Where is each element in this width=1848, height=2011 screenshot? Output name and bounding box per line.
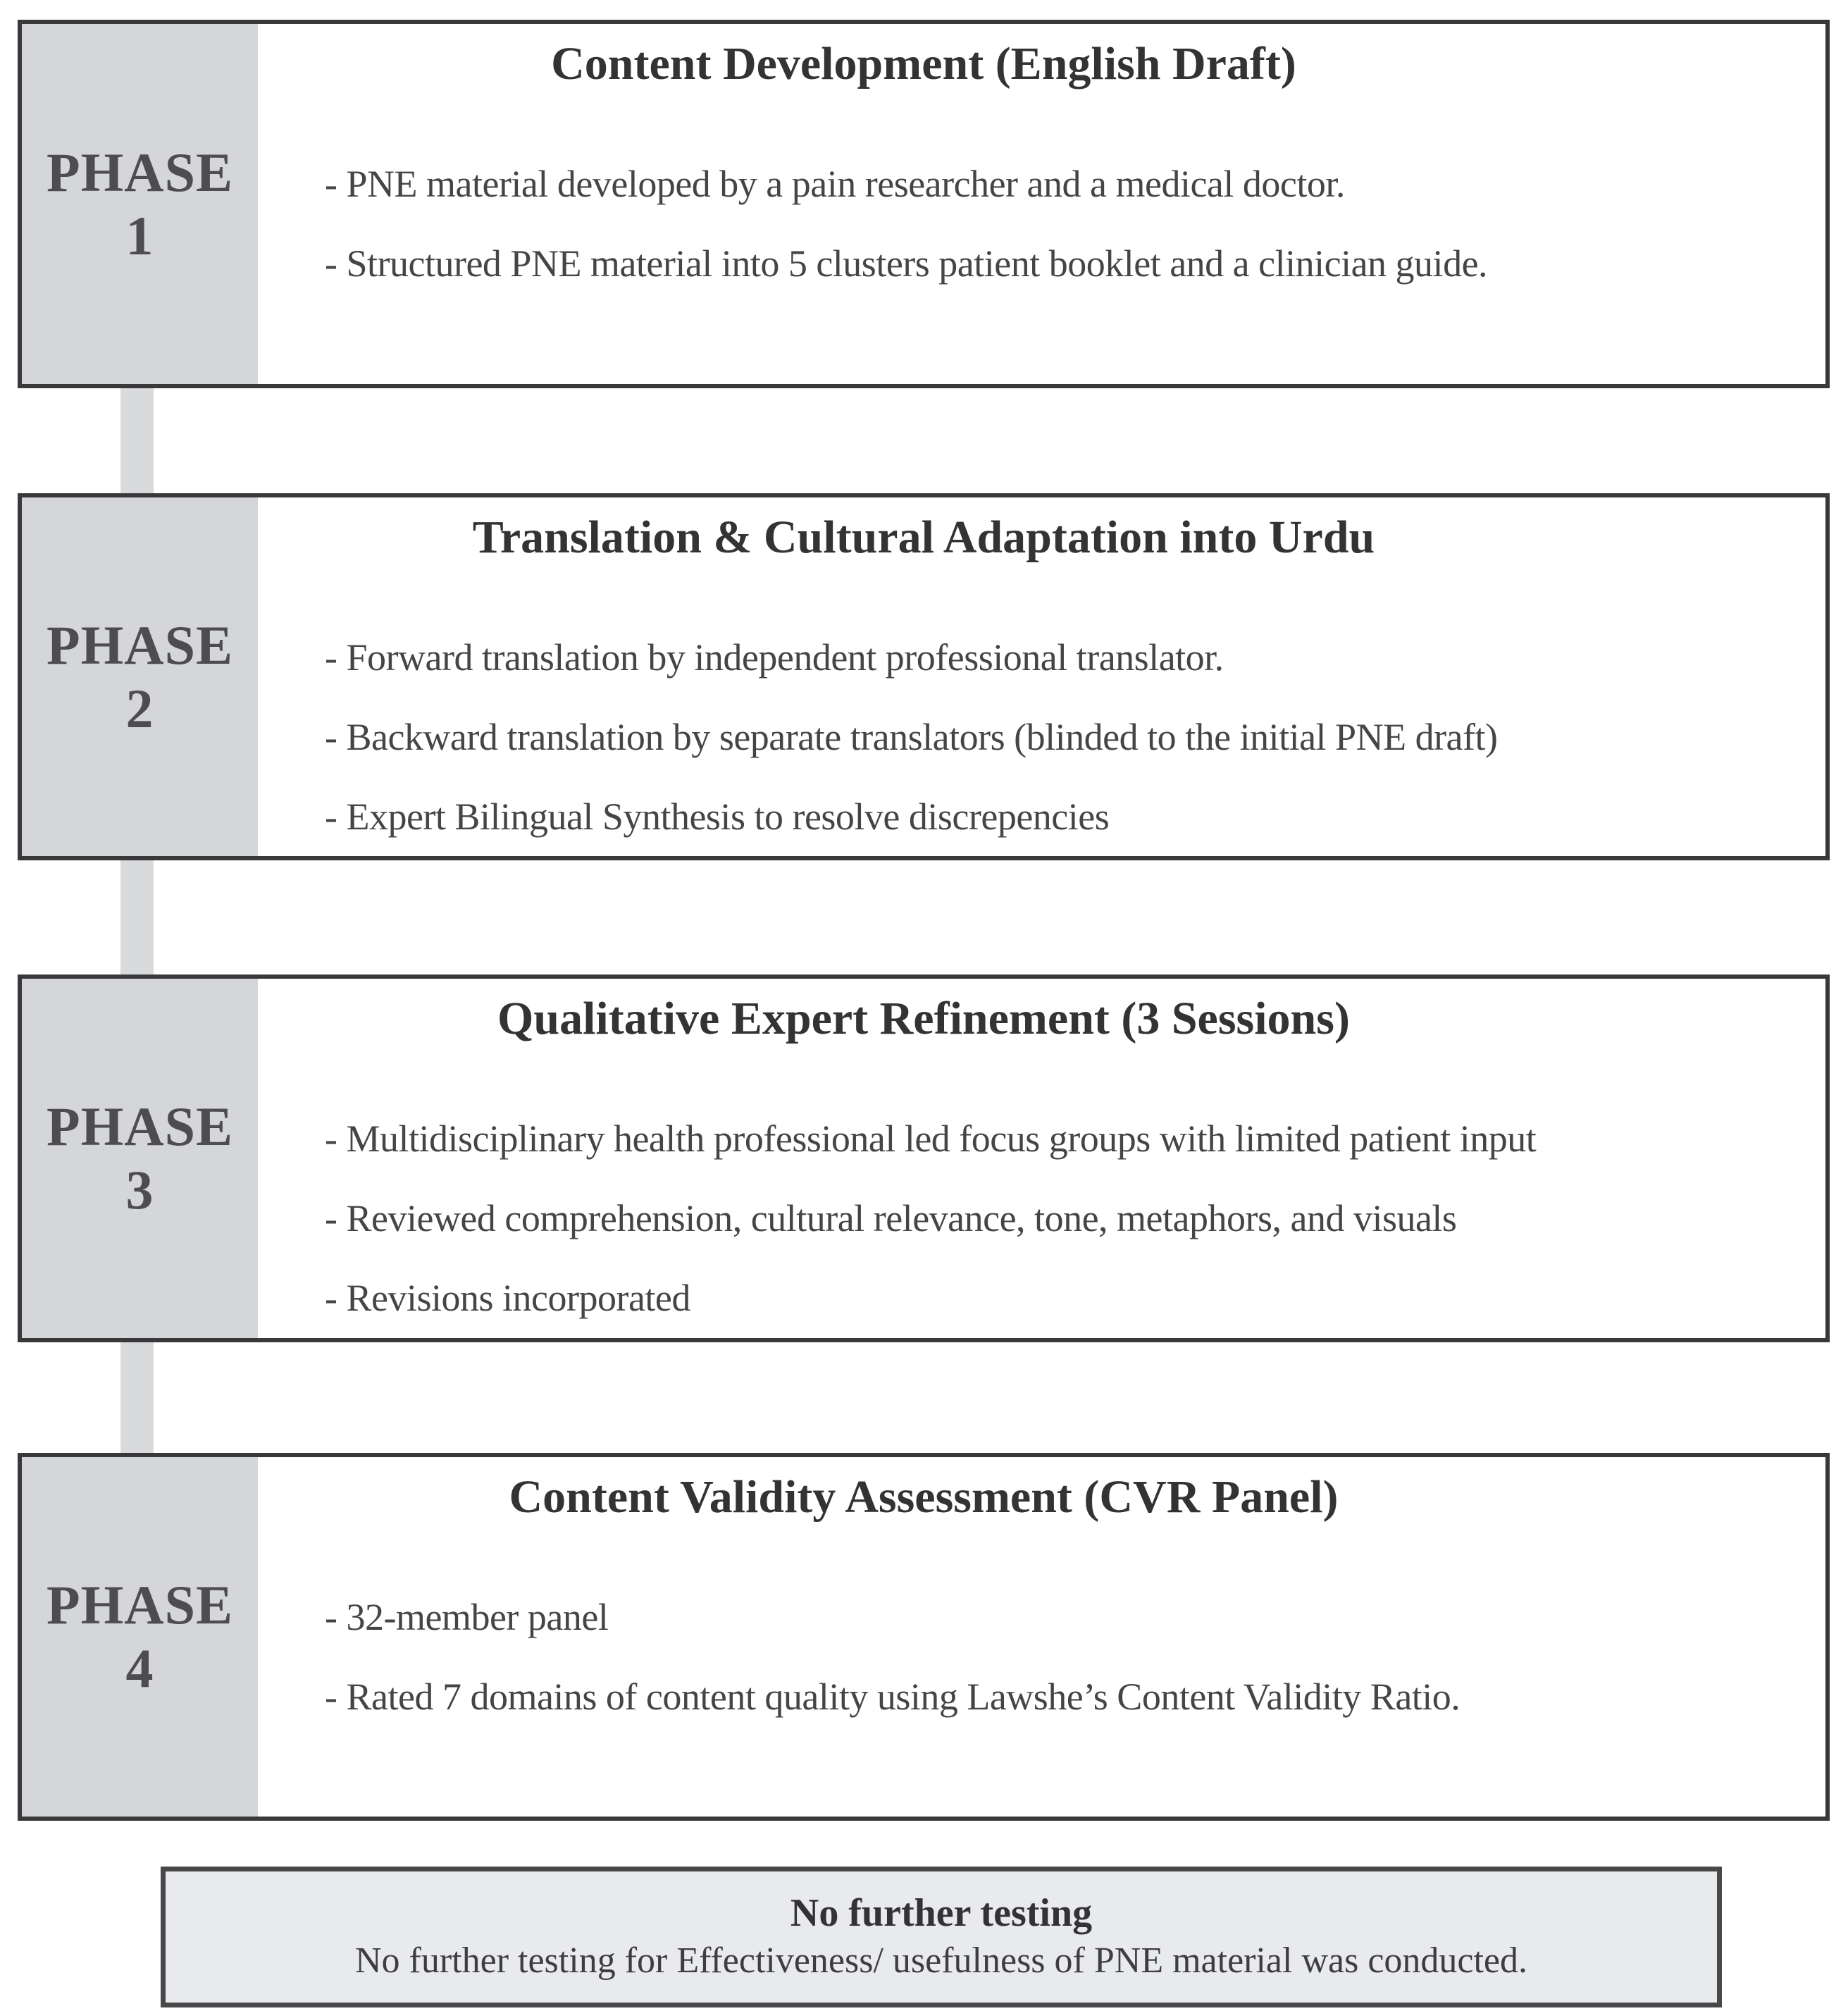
phase2-bullets: - Forward translation by independent pro… [325, 635, 1811, 839]
phase1-box: PHASE 1 Content Development (English Dra… [18, 20, 1830, 388]
phase4-label: PHASE 4 [22, 1457, 258, 1817]
phase1-bullets: - PNE material developed by a pain resea… [325, 161, 1811, 287]
bullet-item: - Forward translation by independent pro… [325, 636, 1224, 679]
phase3-box: PHASE 3 Qualitative Expert Refinement (3… [18, 974, 1830, 1342]
phase2-title: Translation & Cultural Adaptation into U… [472, 512, 1375, 563]
bullet-item: - Multidisciplinary health professional … [325, 1118, 1537, 1160]
phase4-title: Content Validity Assessment (CVR Panel) [509, 1471, 1339, 1523]
no-further-testing-box: No further testing No further testing fo… [161, 1867, 1722, 2007]
phase4-bullets: - 32-member panel - Rated 7 domains of c… [325, 1595, 1811, 1720]
connector-phase2-phase3 [120, 853, 154, 983]
bullet-item: - Reviewed comprehension, cultural relev… [325, 1196, 1457, 1239]
bullet-item: - Backward translation by separate trans… [325, 715, 1498, 758]
phase3-title: Qualitative Expert Refinement (3 Session… [497, 993, 1350, 1044]
phase4-box: PHASE 4 Content Validity Assessment (CVR… [18, 1453, 1830, 1821]
phase2-label-number: 2 [125, 677, 154, 739]
bullet-item: - Rated 7 domains of content quality usi… [325, 1675, 1461, 1718]
phase1-title: Content Development (English Draft) [551, 38, 1296, 89]
connector-phase1-phase2 [120, 380, 154, 504]
no-further-testing-title: No further testing [790, 1891, 1093, 1936]
phase4-label-number: 4 [125, 1638, 154, 1699]
bullet-item: - Structured PNE material into 5 cluster… [325, 242, 1488, 285]
phase3-label-number: 3 [125, 1159, 154, 1220]
bullet-item: - Revisions incorporated [325, 1276, 690, 1319]
phase3-label-word: PHASE [46, 1096, 234, 1158]
phase1-label: PHASE 1 [22, 24, 258, 384]
phase3-label: PHASE 3 [22, 979, 258, 1338]
bullet-item: - Expert Bilingual Synthesis to resolve … [325, 795, 1110, 838]
phase2-label-word: PHASE [46, 614, 234, 676]
bullet-item: - 32-member panel [325, 1596, 609, 1638]
phase2-box: PHASE 2 Translation & Cultural Adaptatio… [18, 493, 1830, 860]
no-further-testing-text: No further testing for Effectiveness/ us… [355, 1940, 1527, 1981]
phase2-label: PHASE 2 [22, 497, 258, 856]
bullet-item: - PNE material developed by a pain resea… [325, 163, 1345, 205]
phase4-label-word: PHASE [46, 1574, 234, 1636]
phase1-label-number: 1 [125, 204, 154, 266]
phase3-bullets: - Multidisciplinary health professional … [325, 1116, 1811, 1320]
connector-phase3-phase4 [120, 1335, 154, 1462]
phase1-label-word: PHASE [46, 141, 234, 203]
